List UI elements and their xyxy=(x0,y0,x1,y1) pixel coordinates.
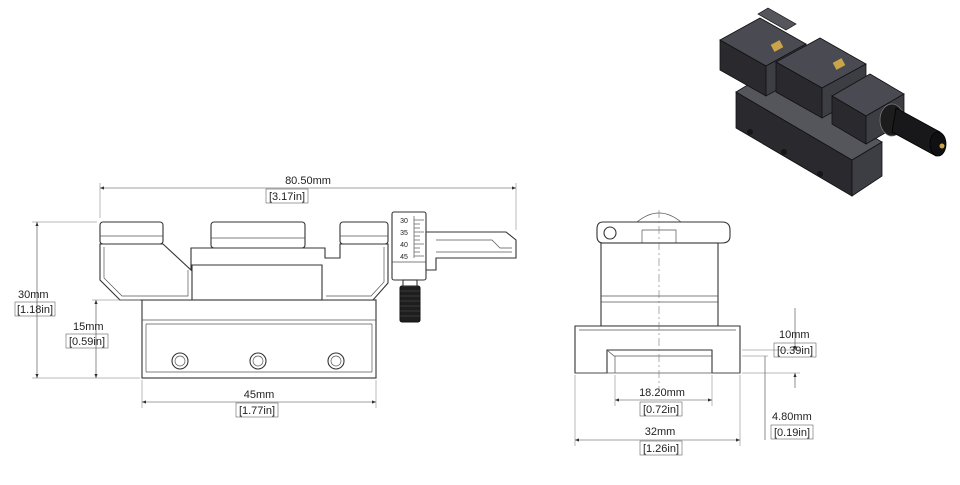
micrometer-head: 30 35 40 45 xyxy=(391,211,427,323)
dim-base-height-in: [0.59in] xyxy=(69,336,105,348)
dim-slot-offset-in: [0.19in] xyxy=(774,427,810,439)
pivot-pin xyxy=(603,226,617,240)
dim-side-width-mm: 32mm xyxy=(645,426,676,438)
mounting-holes xyxy=(171,352,345,370)
dim-overall-height-in: [1.18in] xyxy=(17,304,53,316)
thumb-screw xyxy=(399,285,421,323)
scale-label-1: 35 xyxy=(400,230,408,237)
dim-base-length-in: [1.77in] xyxy=(239,405,275,417)
sliding-arm xyxy=(425,231,517,271)
dim-slot-depth-mm: 10mm xyxy=(779,329,810,341)
side-top-arm xyxy=(596,221,731,244)
jaw-body xyxy=(99,243,389,301)
front-view: 30 35 40 45 80.50mm [3.17in] 30mm xyxy=(14,175,517,418)
dim-slot-width-mm: 18.20mm xyxy=(639,387,685,399)
right-jaw-pad xyxy=(339,221,389,245)
scale-label-0: 30 xyxy=(400,218,408,225)
dim-base-height-mm: 15mm xyxy=(73,321,104,333)
side-body xyxy=(600,242,719,327)
scale-label-2: 40 xyxy=(400,242,408,249)
side-view: 18.20mm [0.72in] 32mm [1.26in] 10mm [0.3… xyxy=(574,210,817,456)
dim-slot-depth-in: [0.39in] xyxy=(777,345,813,357)
dim-side-width-in: [1.26in] xyxy=(643,443,679,455)
side-base xyxy=(574,325,741,374)
dim-overall-length-mm: 80.50mm xyxy=(285,175,331,187)
center-jaw-pad xyxy=(210,221,306,249)
scale-label-3: 45 xyxy=(400,254,408,261)
left-jaw-pad xyxy=(99,221,164,245)
dim-overall-length-in: [3.17in] xyxy=(269,191,305,203)
dim-overall-height-mm: 30mm xyxy=(18,289,49,301)
dim-slot-width-in: [0.72in] xyxy=(643,404,679,416)
isometric-render xyxy=(719,7,947,197)
dim-base-length-mm: 45mm xyxy=(244,389,275,401)
dim-slot-offset-mm: 4.80mm xyxy=(772,411,812,423)
